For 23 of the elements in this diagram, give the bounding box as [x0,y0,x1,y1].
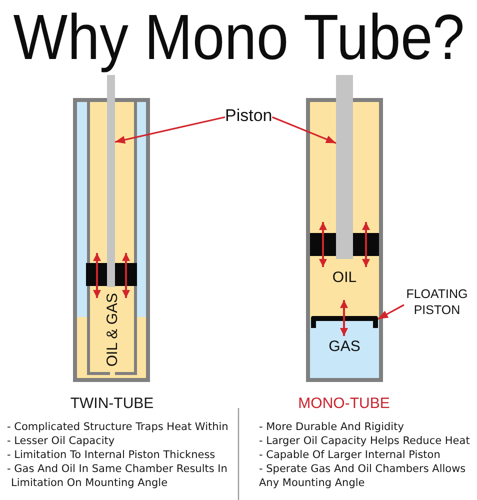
column-heading: MONO-TUBE [298,395,390,413]
bullet-item: - Lesser Oil Capacity [7,434,115,448]
callout-label: Piston [225,105,272,127]
leader-arrow [378,304,404,320]
gas-chamber [310,320,379,378]
fluid-label: OIL & GAS [104,293,120,367]
bullet-item: - Larger Oil Capacity Helps Reduce Heat [259,434,470,448]
leader-arrow [272,116,336,144]
callout-label: FLOATING PISTON [404,286,470,318]
leader-arrow [114,116,226,144]
piston-rod [336,75,353,259]
piston-rod [107,75,115,287]
bullet-item: - Limitation To Internal Piston Thickness [7,448,216,462]
bullet-item: - Complicated Structure Traps Heat Within [7,420,228,434]
fluid-label: GAS [328,339,360,355]
fluid-label: OIL [332,270,357,286]
floating-piston [311,316,378,328]
title: Why Mono Tube? [12,1,464,74]
bullet-item: - Capable Of Larger Internal Piston [259,448,440,462]
bullet-item: - Gas And Oil In Same Chamber Results In Limitation On Mounting Angle [7,462,228,490]
bullet-item: - Sperate Gas And Oil Chambers Allows Any Mounting Angle [259,462,467,490]
column-heading: TWIN-TUBE [70,395,154,413]
bullet-item: - More Durable And Rigidity [259,420,404,434]
